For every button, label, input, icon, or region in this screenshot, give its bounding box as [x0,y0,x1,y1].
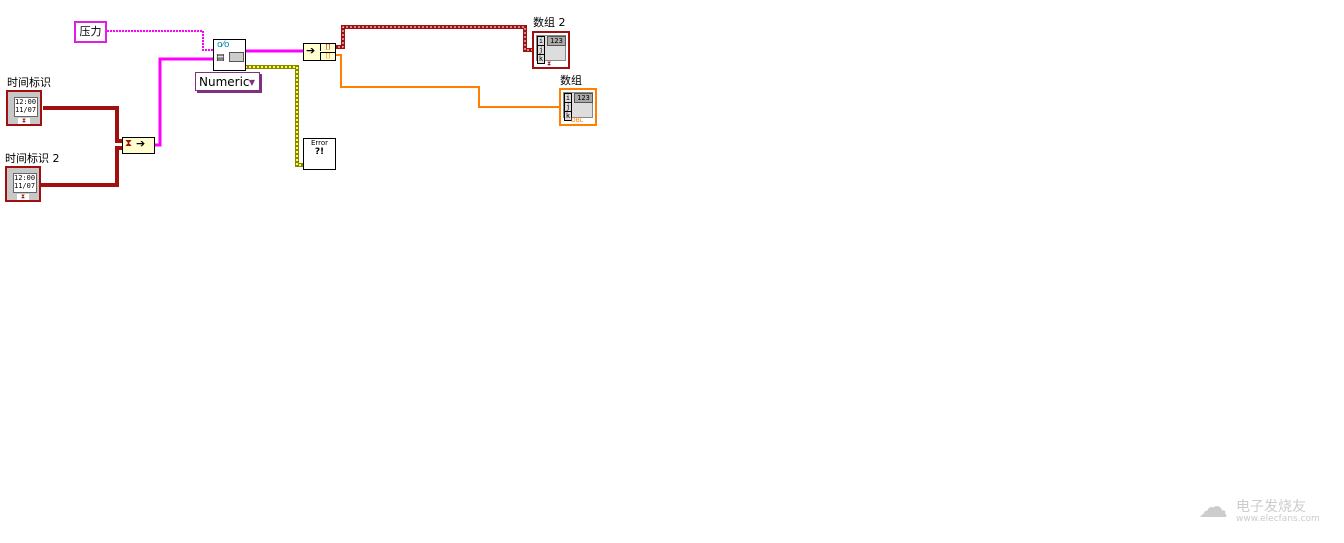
convert-node[interactable]: ➔ [] [] [303,43,336,61]
time-text: 12:00 [14,174,36,182]
hourglass-icon: ⧗ [125,138,133,149]
chevron-down-icon: ▼ [248,78,255,87]
array-label: 数组 [560,74,582,87]
wire-array-2 [334,25,533,52]
pressure-constant[interactable]: 压力 [74,21,107,43]
glasses-icon: o⁄o [217,40,230,50]
index-k: k [537,54,545,64]
array-out-terminal: [] [320,44,335,51]
graph-icon [229,52,244,62]
dbl-out-terminal: [] [320,52,335,60]
error-handler-node[interactable]: Error ?! [303,138,336,170]
express-vi-node[interactable]: o⁄o ▤ [213,39,246,71]
timestamp-1-label: 时间标识 [7,76,51,89]
error-symbol: ?! [314,147,325,157]
date-text: 11/07 [14,182,36,190]
array-2-label: 数组 2 [533,16,566,29]
arrow-icon: ➔ [136,137,146,150]
wire-timestamp-1 [43,106,122,143]
watermark-logo-icon: ☁ [1198,490,1228,525]
watermark-url: www.elecfans.com [1236,514,1320,524]
error-text: Error [310,139,329,147]
value-display: 123 [574,93,593,103]
wire-array [334,54,560,108]
time-text: 12:00 [15,98,37,106]
build-array-node[interactable]: ⧗ ➔ [122,137,155,154]
hourglass-icon: ⧗ [547,60,552,67]
arrow-icon: ➔ [306,44,316,57]
timestamp-2-label: 时间标识 2 [5,152,60,165]
watermark-title: 电子发烧友 [1236,499,1306,515]
hourglass-icon: ⧗ [18,118,30,124]
hourglass-icon: ⧗ [17,194,29,200]
date-text: 11/07 [15,106,37,114]
wire-timestamp-2 [41,146,122,187]
scroll-icon: ▤ [216,53,225,63]
wire-timestamp-array [154,57,213,147]
value-display: 123 [547,36,566,46]
type-tag: DBL [571,117,584,124]
type-selector-value: Numeric [199,75,250,89]
index-k: k [564,111,572,121]
type-selector[interactable]: Numeric▼ [195,72,260,91]
wire-pressure [107,30,213,51]
